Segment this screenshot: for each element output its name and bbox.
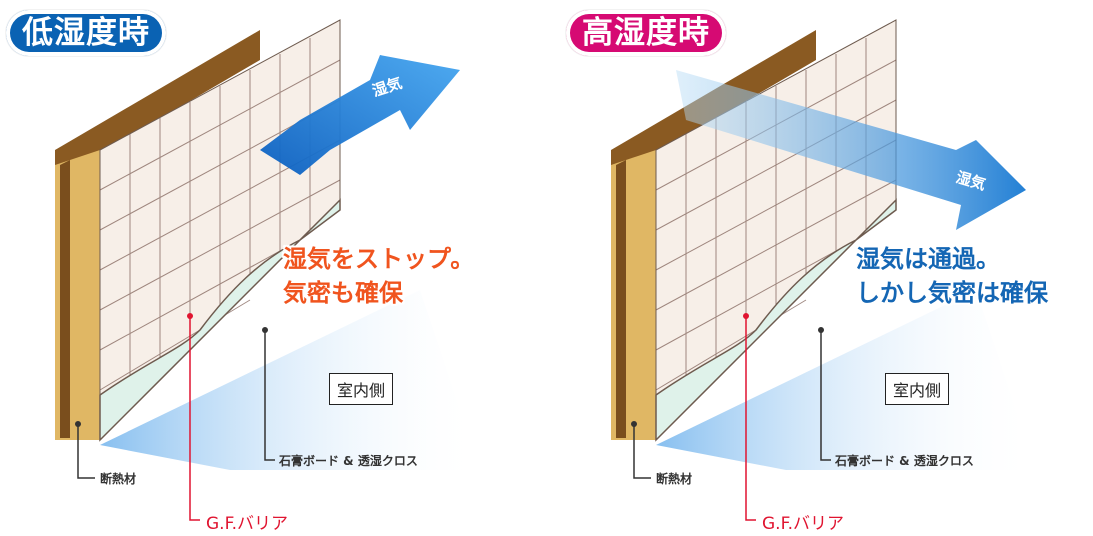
wall-diagram <box>55 19 480 521</box>
wood-top <box>55 30 260 180</box>
message: 湿気は通過。 しかし気密は確保 <box>856 242 1048 310</box>
message-line-1: 湿気をストップ。 <box>283 245 475 273</box>
wall-diagram <box>611 19 1036 521</box>
barrier-label: G.F.バリア <box>762 514 845 534</box>
moisture-arrow <box>260 55 460 175</box>
moisture-arrow <box>676 70 1026 230</box>
message: 湿気をストップ。 気密も確保 <box>283 242 474 310</box>
insulation-label: 断熱材 <box>100 472 137 486</box>
indoor-label: 室内側 <box>329 373 394 405</box>
barrier-label: G.F.バリア <box>206 514 289 534</box>
insulation-label: 断熱材 <box>656 472 693 486</box>
gypsum-board <box>99 198 341 442</box>
message-line-2: 気密も確保 <box>283 279 403 307</box>
board-label: 石膏ボード & 透湿クロス <box>279 454 418 468</box>
badge-high-humidity: 高湿度時 <box>566 10 726 56</box>
indoor-space <box>100 290 480 470</box>
message-line-2: しかし気密は確保 <box>856 279 1048 307</box>
panel-low-humidity: 低湿度時 湿気 湿気をストップ。 気密も確保 室内側 石膏ボード & 透湿クロス… <box>0 0 546 536</box>
panel-high-humidity: 高湿度時 湿気 湿気は通過。 しかし気密は確保 室内側 石膏ボード & 透湿クロ… <box>556 0 1093 536</box>
indoor-label: 室内側 <box>885 373 950 405</box>
badge-low-humidity: 低湿度時 <box>6 10 166 56</box>
board-label: 石膏ボード & 透湿クロス <box>835 454 974 468</box>
gypsum-board <box>655 198 897 442</box>
message-line-1: 湿気は通過。 <box>856 245 1000 273</box>
